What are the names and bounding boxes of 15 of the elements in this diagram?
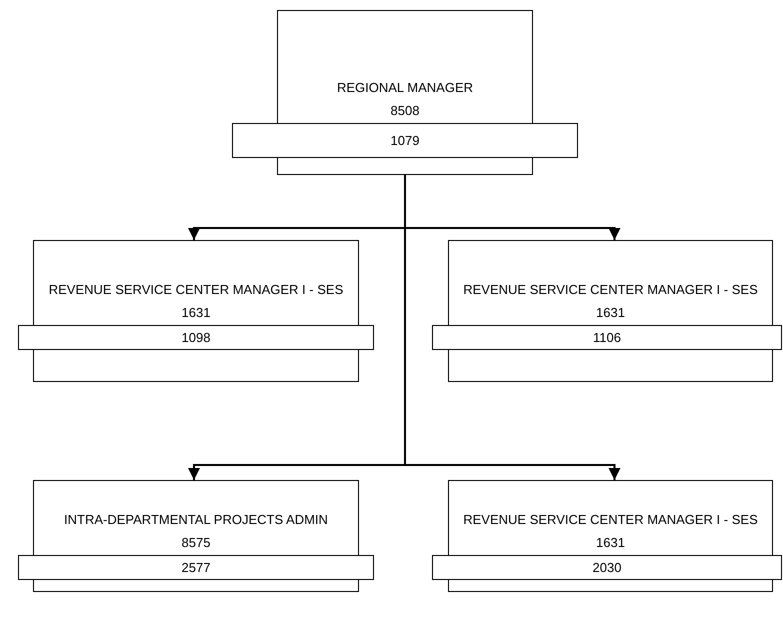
position-number: 2030: [592, 560, 622, 575]
position-code: 1631: [182, 304, 210, 322]
position-title: REVENUE SERVICE CENTER MANAGER I - SES: [48, 281, 344, 299]
position-number: 2577: [182, 560, 210, 575]
position-title: INTRA-DEPARTMENTAL PROJECTS ADMIN: [64, 511, 328, 529]
position-number: 1098: [182, 330, 210, 345]
position-title: REGIONAL MANAGER: [336, 79, 474, 97]
position-code: 1631: [596, 534, 625, 552]
position-number: 1106: [593, 330, 621, 345]
position-title: REVENUE SERVICE CENTER MANAGER I - SES: [463, 511, 758, 529]
position-code: 1631: [596, 304, 625, 322]
position-code: 8508: [390, 102, 420, 120]
position-number: 1079: [390, 133, 420, 148]
position-title: REVENUE SERVICE CENTER MANAGER I - SES: [463, 281, 758, 299]
position-code: 8575: [182, 534, 210, 552]
